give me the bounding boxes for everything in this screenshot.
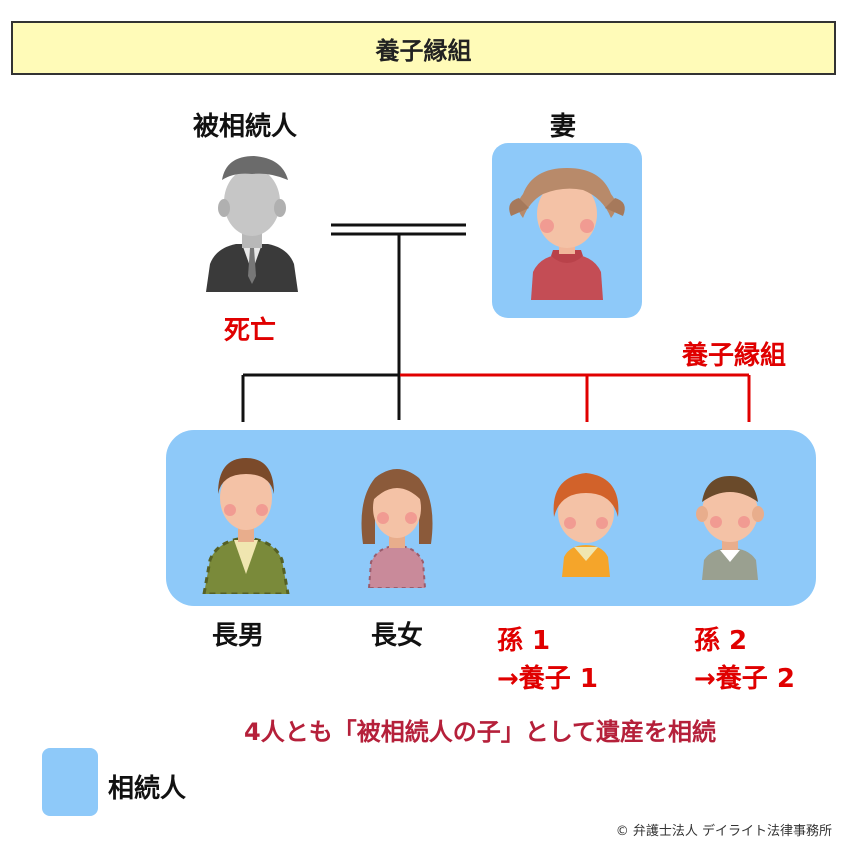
legend-label: 相続人 <box>108 774 187 804</box>
inheritance-note: 4人とも「被相続人の子」として遺産を相続 <box>244 718 716 746</box>
eldest-son-label: 長男 <box>212 621 265 651</box>
grandchild2-adopted-label: →養子 2 <box>694 664 795 694</box>
wife-figure <box>503 158 631 300</box>
deceased-figure <box>198 152 306 292</box>
grandchild1-label: 孫 1 <box>497 626 551 656</box>
copyright: © 弁護士法人 デイライト法律事務所 <box>615 824 832 839</box>
page-title: 養子縁組 <box>375 36 472 65</box>
adoption-label: 養子縁組 <box>682 341 787 371</box>
eldest-son-figure <box>198 448 294 594</box>
grandchild1-figure <box>540 465 632 577</box>
grandchild1-adopted-label: →養子 1 <box>497 664 598 694</box>
legend-swatch <box>42 748 98 816</box>
eldest-daughter-label: 長女 <box>371 621 424 651</box>
wife-label: 妻 <box>550 112 577 142</box>
title-bar: 養子縁組 <box>11 21 836 75</box>
deceased-status: 死亡 <box>224 316 277 346</box>
deceased-label: 被相続人 <box>193 112 298 142</box>
eldest-daughter-figure <box>349 460 445 588</box>
grandchild2-figure <box>680 462 780 580</box>
grandchild2-label: 孫 2 <box>694 626 748 656</box>
